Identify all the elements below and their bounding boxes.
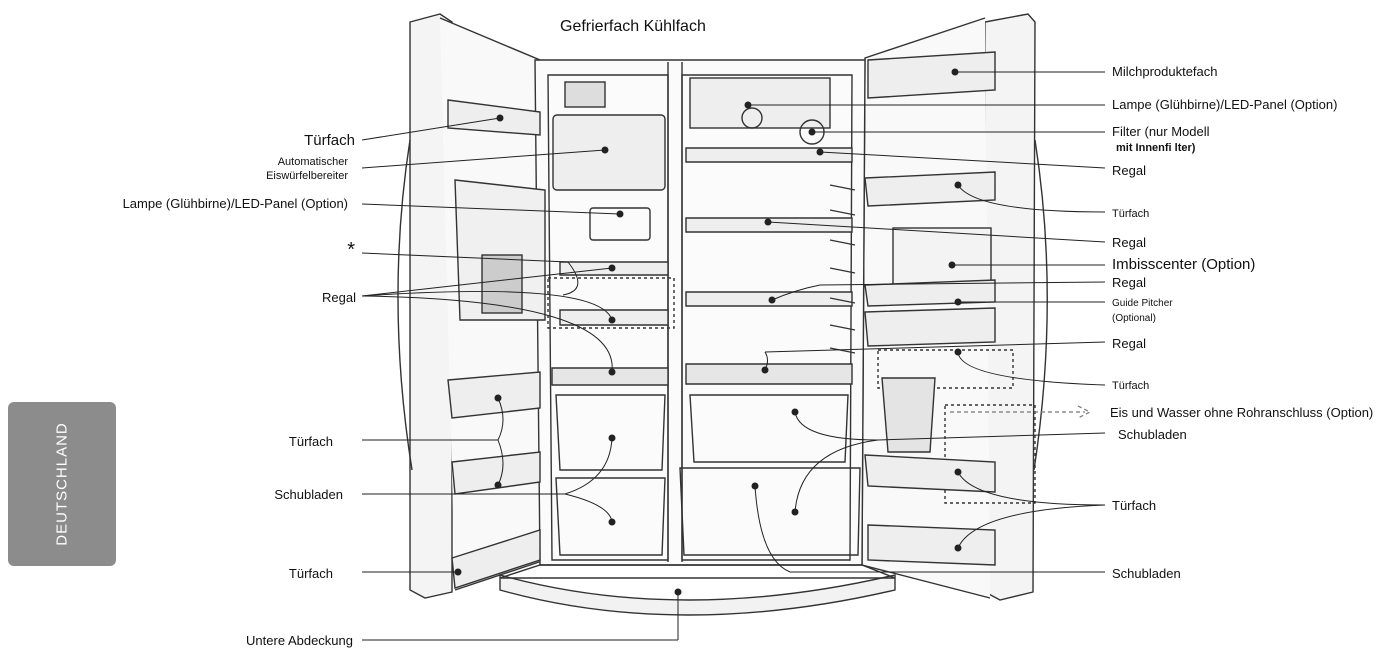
label-asterisk: * bbox=[347, 239, 355, 261]
page-title: Gefrierfach Kühlfach bbox=[560, 18, 706, 35]
label-imbisscenter: Imbisscenter (Option) bbox=[1112, 256, 1256, 273]
label-regal-right-1: Regal bbox=[1112, 163, 1146, 178]
label-filter-line1: Filter (nur Modell bbox=[1112, 124, 1210, 139]
leader-lines bbox=[361, 68, 1106, 641]
shelf-rails bbox=[829, 184, 856, 354]
label-schubladen-right-2: Schubladen bbox=[1112, 566, 1181, 581]
label-lampe-right: Lampe (Glühbirne)/LED-Panel (Option) bbox=[1112, 97, 1338, 112]
label-eiswuerfel-line2: Eiswürfelbereiter bbox=[266, 170, 348, 182]
fridge-drawer-1 bbox=[689, 394, 849, 463]
freezer-lamp bbox=[589, 207, 651, 241]
label-guide-pitcher-line1: Guide Pitcher bbox=[1112, 298, 1173, 309]
label-tuerfach-left-2: Türfach bbox=[288, 434, 333, 449]
fridge-shelf bbox=[685, 363, 853, 385]
label-schubladen-left: Schubladen bbox=[274, 487, 343, 502]
label-filter-line2: mit Innenfi lter) bbox=[1116, 142, 1196, 154]
label-regal-left: Regal bbox=[322, 290, 356, 305]
label-eiswuerfel-line1: Automatischer bbox=[277, 156, 348, 168]
right-door-edge bbox=[984, 13, 1036, 601]
freezer-drawer-2 bbox=[555, 477, 666, 556]
snack-center bbox=[892, 227, 992, 291]
dashed-arrow bbox=[950, 405, 1092, 419]
left-door-curve bbox=[397, 139, 413, 471]
label-tuerfach-right-1: Türfach bbox=[1112, 208, 1150, 220]
fridge-control-panel bbox=[689, 77, 831, 129]
water-tank bbox=[881, 377, 936, 453]
label-regal-right-4: Regal bbox=[1112, 336, 1146, 351]
right-door-bin-4 bbox=[867, 524, 996, 566]
label-milchproduktefach: Milchprodukte­fach bbox=[1112, 64, 1218, 79]
dairy-compartment bbox=[867, 51, 996, 99]
label-eis-wasser: Eis und Wasser ohne Rohranschluss (Optio… bbox=[1110, 405, 1374, 420]
label-tuerfach-left-1: Türfach bbox=[304, 132, 355, 149]
label-tuerfach-left-3: Türfach bbox=[288, 566, 333, 581]
right-door-curve bbox=[1033, 139, 1048, 471]
label-guide-pitcher-line2: (Optional) bbox=[1112, 313, 1156, 324]
language-tab: DEUTSCHLAND bbox=[8, 402, 116, 566]
label-tuerfach-right-3: Türfach bbox=[1112, 498, 1157, 513]
label-untere-abdeckung: Untere Abdeckung bbox=[246, 633, 353, 648]
freezer-shelf bbox=[551, 367, 669, 386]
left-door-bin-1 bbox=[447, 99, 541, 136]
fridge-drawer-2 bbox=[679, 467, 861, 556]
label-regal-right-3: Regal bbox=[1112, 275, 1146, 290]
right-door-bin-3 bbox=[864, 454, 996, 493]
dispenser-panel bbox=[481, 254, 523, 314]
left-door-edge bbox=[409, 13, 453, 599]
label-regal-right-2: Regal bbox=[1112, 235, 1146, 250]
label-tuerfach-right-2: Türfach bbox=[1112, 380, 1150, 392]
right-door-bin-2 bbox=[864, 307, 996, 347]
label-lampe-left: Lampe (Glühbirne)/LED-Panel (Option) bbox=[122, 196, 348, 211]
right-door-bin-1 bbox=[864, 171, 996, 207]
label-schubladen-right-1: Schubladen bbox=[1118, 427, 1187, 442]
left-door-bin-2 bbox=[447, 371, 541, 419]
bottom-cover bbox=[499, 574, 896, 616]
freezer-drawer-1 bbox=[555, 394, 666, 471]
left-door-bin-4 bbox=[451, 529, 541, 589]
ice-maker bbox=[552, 114, 666, 191]
left-door-bin-3 bbox=[451, 451, 541, 495]
language-tab-label: DEUTSCHLAND bbox=[53, 422, 71, 546]
